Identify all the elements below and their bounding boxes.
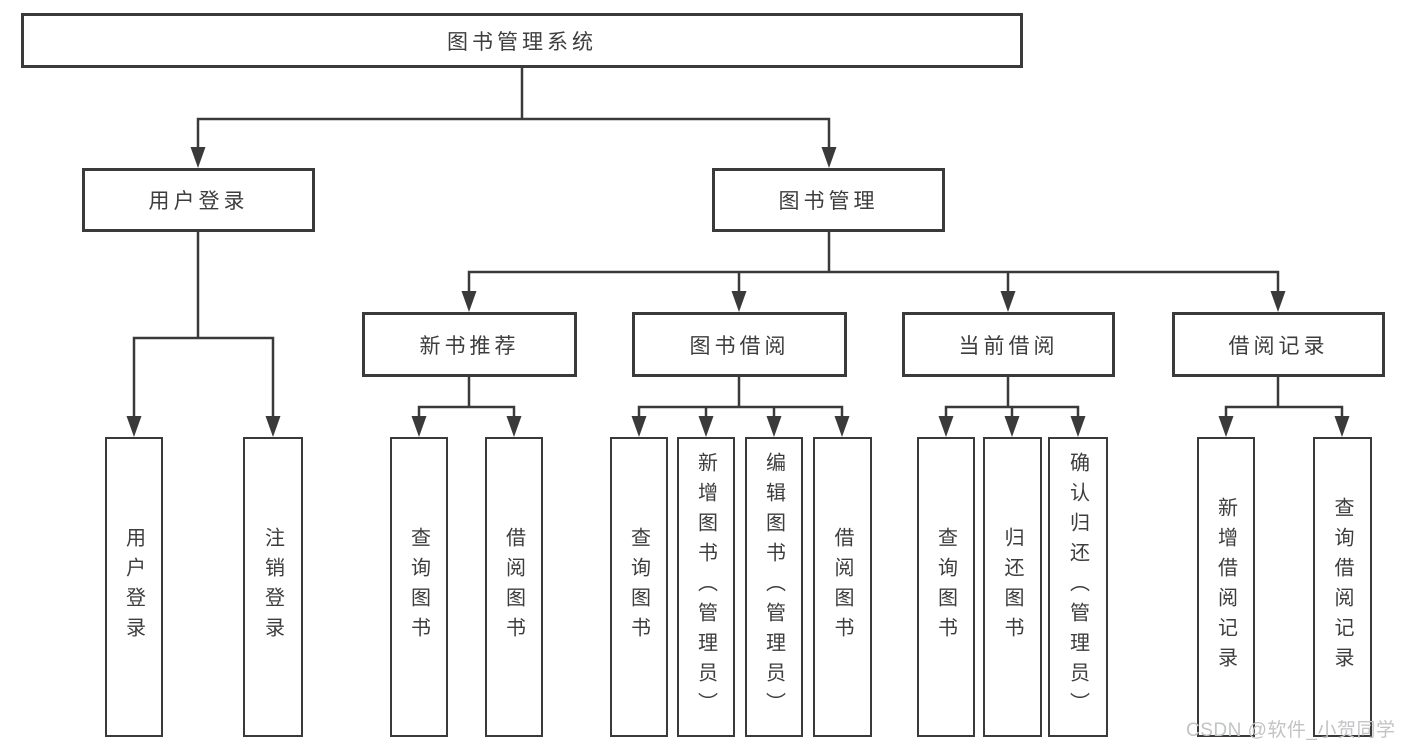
leaf-query-books-borrow: 查询图书 (610, 437, 668, 737)
leaf-add-borrow-record: 新增借阅记录 (1197, 437, 1255, 737)
node-current-borrowing: 当前借阅 (902, 312, 1115, 377)
csdn-watermark: CSDN @软件_小贺同学 (1186, 720, 1396, 741)
edges-book-borrowing-to-leaves (631, 377, 850, 437)
leaf-return-books: 归还图书 (983, 437, 1042, 737)
leaf-query-books-current: 查询图书 (917, 437, 975, 737)
edges-book-management-to-submodules (461, 232, 1286, 312)
node-borrowing-records: 借阅记录 (1172, 312, 1385, 377)
node-book-borrowing: 图书借阅 (632, 312, 847, 377)
leaf-borrow-books: 借阅图书 (813, 437, 872, 737)
node-book-management: 图书管理 (712, 168, 945, 232)
node-new-book-recommendation: 新书推荐 (362, 312, 577, 377)
leaf-query-books-recommend: 查询图书 (390, 437, 448, 737)
leaf-borrow-books-recommend: 借阅图书 (485, 437, 543, 737)
node-user-login: 用户登录 (82, 168, 315, 232)
edges-new-book-recommendation-to-leaves (411, 377, 522, 437)
leaf-edit-books-admin: 编辑图书（管理员） (745, 437, 803, 737)
node-library-management-system: 图书管理系统 (21, 13, 1023, 68)
leaf-confirm-return-admin: 确认归还（管理员） (1048, 437, 1108, 737)
leaf-add-books-admin: 新增图书（管理员） (677, 437, 735, 737)
edges-root-to-modules (190, 68, 837, 168)
edges-user-login-to-leaves (126, 232, 281, 437)
leaf-user-login: 用户登录 (105, 437, 163, 737)
leaf-logout: 注销登录 (243, 437, 303, 737)
leaf-query-borrow-record: 查询借阅记录 (1313, 437, 1372, 737)
edges-borrowing-records-to-leaves (1218, 377, 1350, 437)
edges-current-borrowing-to-leaves (938, 377, 1086, 437)
